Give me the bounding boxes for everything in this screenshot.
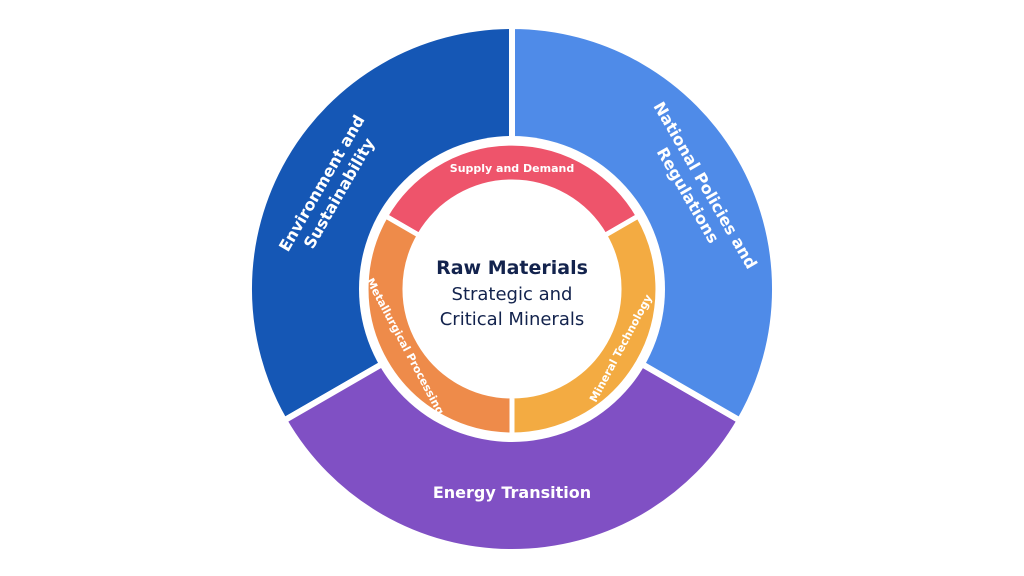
center-title: Raw Materials xyxy=(436,257,588,279)
center-circle xyxy=(407,184,617,394)
segment-mineral xyxy=(509,212,661,438)
energy-label: Energy Transition xyxy=(433,483,591,502)
center-line1: Strategic and xyxy=(452,284,573,305)
supply-label: Supply and Demand xyxy=(450,162,574,175)
center-line2: Critical Minerals xyxy=(440,309,585,330)
